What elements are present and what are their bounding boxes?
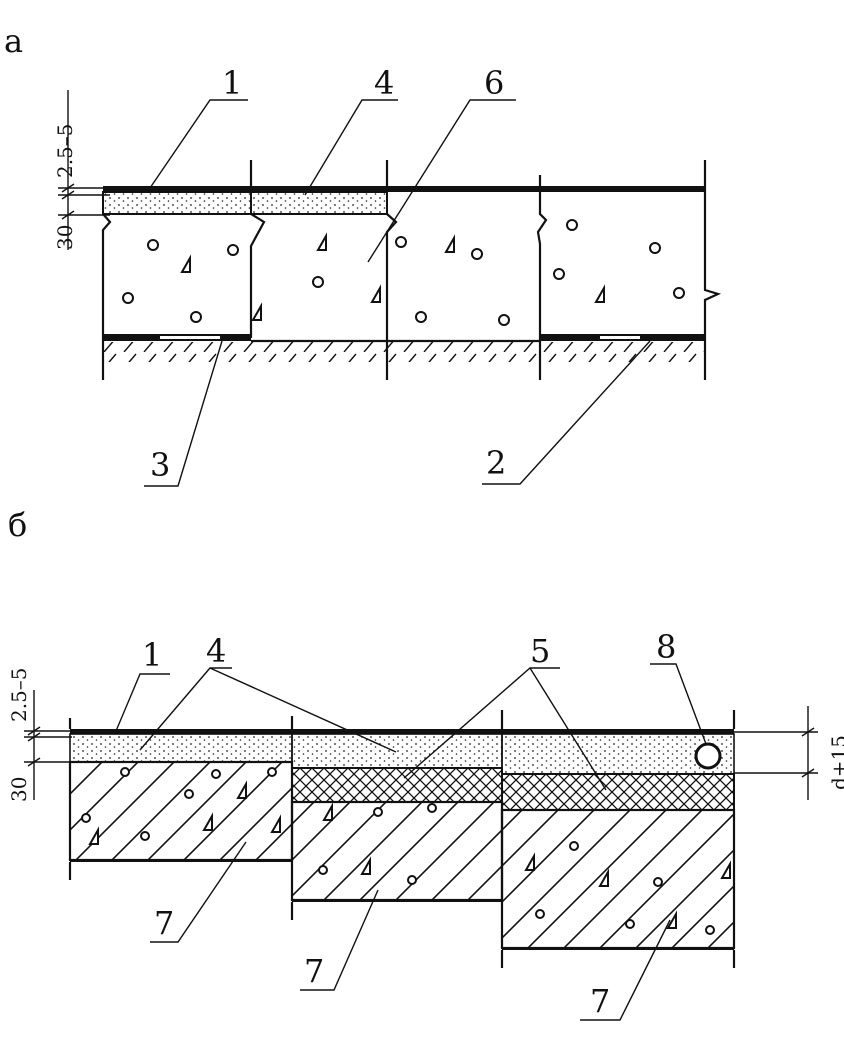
panel-b-slabs: [68, 710, 736, 968]
callout-a-6: 6: [484, 64, 504, 102]
panel-b-dim-bottom: 30: [7, 777, 31, 802]
panel-a-slab: [101, 160, 722, 380]
panel-b-dimension-right: d+15: [734, 706, 844, 800]
panel-a-callouts: 1 4 6 3 2: [144, 64, 651, 487]
panel-a-dim-bottom: 30: [53, 225, 77, 250]
panel-b-dim-top: 2.5–5: [7, 667, 31, 722]
panel-a: а 2.5–5 30: [4, 22, 722, 487]
panel-b-letter: б: [8, 506, 27, 544]
callout-b-1: 1: [142, 636, 162, 674]
panel-b-dim-right: d+15: [827, 735, 844, 790]
panel-b: б 2.5–5 30 d+15: [7, 506, 844, 1021]
callout-b-8: 8: [656, 628, 676, 666]
callout-b-5: 5: [530, 632, 550, 670]
panel-a-letter: а: [4, 22, 23, 60]
callout-b-7b: 7: [304, 952, 324, 990]
callout-a-1: 1: [222, 64, 242, 102]
pipe-icon: [694, 742, 722, 770]
callout-a-3: 3: [150, 446, 170, 484]
panel-b-callouts: 1 4 5 8 7 7 7: [115, 628, 707, 1021]
panel-a-aggregate: [122, 219, 685, 326]
panel-b-aggregate: [81, 767, 731, 935]
callout-a-4: 4: [374, 64, 394, 102]
callout-b-4: 4: [206, 632, 226, 670]
panel-a-dim-top: 2.5–5: [53, 123, 77, 178]
callout-b-7c: 7: [590, 982, 610, 1020]
callout-a-2: 2: [486, 444, 506, 482]
panel-a-dimension: 2.5–5 30: [53, 90, 110, 250]
callout-b-7a: 7: [154, 904, 174, 942]
panel-b-dimension-left: 2.5–5 30: [7, 667, 72, 802]
